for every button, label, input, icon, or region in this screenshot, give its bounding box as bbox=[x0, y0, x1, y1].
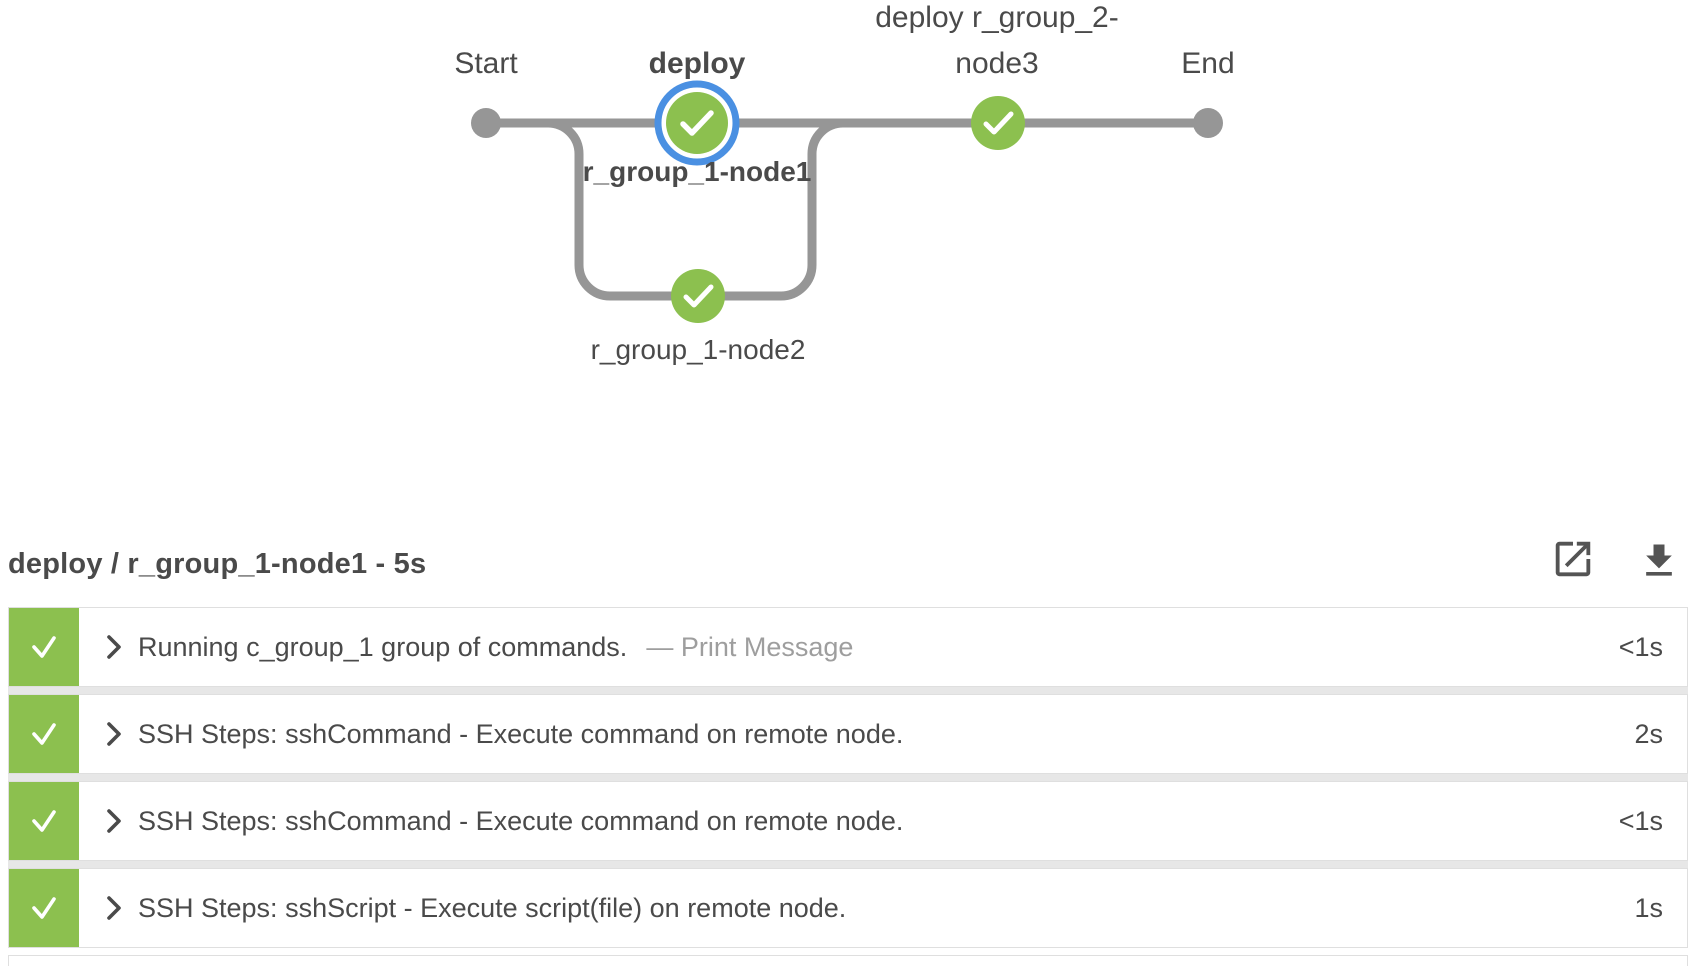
node-r-group-1-node2[interactable] bbox=[671, 269, 725, 323]
step-duration: 2s bbox=[1634, 718, 1663, 749]
success-check-icon bbox=[32, 897, 56, 919]
success-node-circle bbox=[666, 92, 728, 154]
download-icon bbox=[1646, 544, 1672, 576]
step-row[interactable]: SSH Steps: sshCommand - Execute command … bbox=[8, 781, 1688, 861]
stage2-label-line1: deploy r_group_2- bbox=[875, 1, 1119, 34]
step-label: SSH Steps: sshCommand - Execute command … bbox=[138, 805, 904, 836]
success-check-icon bbox=[680, 110, 714, 136]
node-r-group-1-node1[interactable] bbox=[654, 80, 740, 166]
step-duration: <1s bbox=[1618, 631, 1663, 662]
step-row[interactable]: SSH Steps: sshScript - Execute script(fi… bbox=[8, 868, 1688, 948]
step-duration: 1s bbox=[1634, 892, 1663, 923]
start-node-dot bbox=[471, 108, 501, 138]
step-row[interactable]: SSH Steps: sshCommand - Execute command … bbox=[8, 694, 1688, 774]
step-status-strip bbox=[9, 608, 79, 686]
end-label: End bbox=[1181, 47, 1234, 80]
success-check-icon bbox=[983, 111, 1014, 135]
step-label: SSH Steps: sshCommand - Execute command … bbox=[138, 718, 904, 749]
success-check-icon bbox=[32, 636, 56, 658]
node-r-group-2-node3[interactable] bbox=[971, 96, 1025, 150]
step-label: SSH Steps: sshScript - Execute script(fi… bbox=[138, 892, 847, 923]
success-node-circle bbox=[971, 96, 1025, 150]
chevron-right-icon[interactable] bbox=[105, 720, 123, 748]
start-label: Start bbox=[454, 47, 518, 80]
step-label: Running c_group_1 group of commands. bbox=[138, 631, 628, 662]
step-row-partial[interactable] bbox=[8, 955, 1688, 966]
download-logs-button[interactable] bbox=[1637, 539, 1681, 583]
step-status-strip bbox=[9, 695, 79, 773]
pipeline-graph: Start deploy deploy r_group_2- node3 End… bbox=[0, 0, 1697, 400]
stage-deploy-label: deploy bbox=[649, 47, 746, 80]
step-duration: <1s bbox=[1618, 805, 1663, 836]
log-title: deploy / r_group_1-node1 - 5s bbox=[8, 548, 427, 580]
success-node-circle bbox=[671, 269, 725, 323]
success-check-icon bbox=[32, 810, 56, 832]
step-annotation: — Print Message bbox=[646, 631, 854, 662]
step-row[interactable]: Running c_group_1 group of commands. — P… bbox=[8, 607, 1688, 687]
step-list: Running c_group_1 group of commands. — P… bbox=[8, 607, 1688, 948]
branch2-label: r_group_1-node2 bbox=[591, 334, 806, 365]
branch1-label: r_group_1-node1 bbox=[583, 156, 812, 187]
step-status-strip bbox=[9, 782, 79, 860]
step-status-strip bbox=[9, 869, 79, 947]
open-logs-button[interactable] bbox=[1550, 536, 1596, 582]
end-node-dot bbox=[1193, 108, 1223, 138]
chevron-right-icon[interactable] bbox=[105, 633, 123, 661]
chevron-right-icon[interactable] bbox=[105, 807, 123, 835]
success-check-icon bbox=[32, 723, 56, 745]
external-link-icon bbox=[1555, 541, 1591, 577]
stage2-label-line2: node3 bbox=[955, 47, 1038, 80]
chevron-right-icon[interactable] bbox=[105, 894, 123, 922]
success-check-icon bbox=[683, 284, 714, 308]
